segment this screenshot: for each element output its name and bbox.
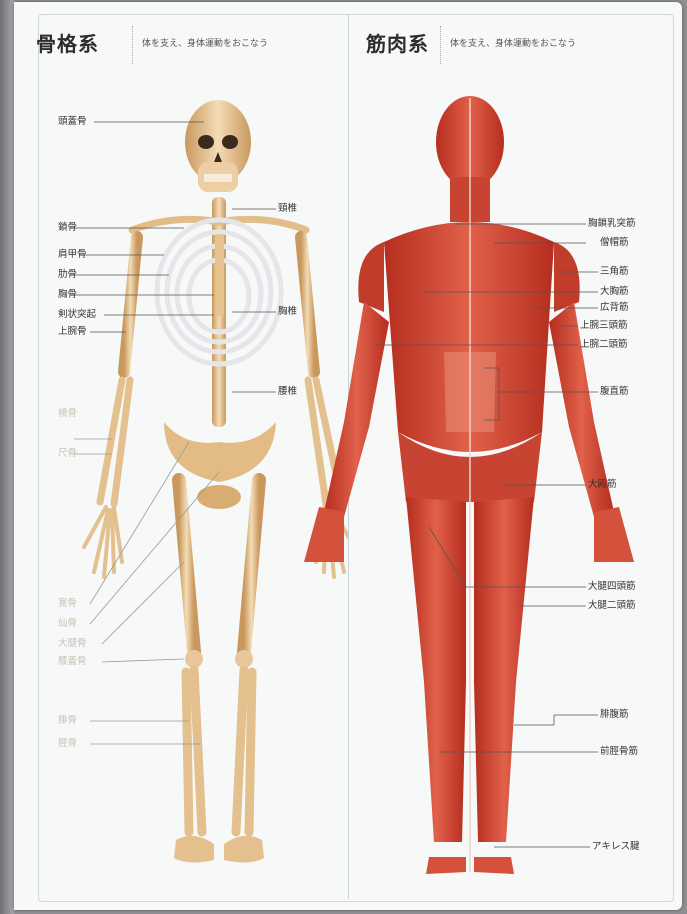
label-rectus-abdominis: 腹直筋 <box>600 386 629 398</box>
label-achilles-tendon: アキレス腱 <box>592 841 640 853</box>
label-deltoid: 三角筋 <box>600 266 629 278</box>
label-gastrocnemius: 腓腹筋 <box>600 709 629 721</box>
label-pectoralis-major: 大胸筋 <box>600 286 629 298</box>
label-tibialis-anterior: 前脛骨筋 <box>600 746 638 758</box>
shoulder-left <box>358 242 384 312</box>
label-scapula: 肩甲骨 <box>58 249 87 261</box>
label-gluteus-maximus: 大殿筋 <box>588 479 617 491</box>
book-spine <box>0 0 14 914</box>
label-triceps: 上腕三頭筋 <box>580 320 628 332</box>
label-patella: 膝蓋骨 <box>58 656 87 668</box>
label-quadriceps: 大腿四頭筋 <box>588 581 636 593</box>
label-femur: 大腿骨 <box>58 638 87 650</box>
label-tibia: 脛骨 <box>58 738 77 750</box>
label-biceps-femoris: 大腿二頭筋 <box>588 600 636 612</box>
label-sacrum: 仙骨 <box>58 618 77 630</box>
label-skull: 頭蓋骨 <box>58 116 87 128</box>
label-trapezius: 僧帽筋 <box>600 237 629 249</box>
label-radius: 橈骨 <box>58 408 77 420</box>
leg <box>406 497 466 842</box>
label-sternum: 胸骨 <box>58 289 77 301</box>
label-humerus: 上腕骨 <box>58 326 87 338</box>
label-fibula: 腓骨 <box>58 715 77 727</box>
hand-muscle <box>304 507 344 562</box>
label-latissimus-dorsi: 広背筋 <box>600 302 629 314</box>
label-hip-bone: 寛骨 <box>58 598 77 610</box>
label-ulna: 尺骨 <box>58 448 77 460</box>
label-cervical-vertebrae: 頸椎 <box>278 203 297 215</box>
label-clavicle: 鎖骨 <box>58 222 77 234</box>
arm <box>324 302 389 517</box>
label-sternocleidomastoid: 胸鎖乳突筋 <box>588 218 636 230</box>
label-rib: 肋骨 <box>58 269 77 281</box>
label-lumbar-vertebrae: 腰椎 <box>278 386 297 398</box>
label-xiphoid: 剣状突起 <box>58 309 96 321</box>
label-thoracic-vertebrae: 胸椎 <box>278 306 297 318</box>
label-biceps: 上腕二頭筋 <box>580 339 628 351</box>
book-page: 骨格系 体を支え、身体運動をおこなう 筋肉系 体を支え、身体運動をおこなう <box>14 2 682 910</box>
muscle-figure <box>14 2 682 910</box>
